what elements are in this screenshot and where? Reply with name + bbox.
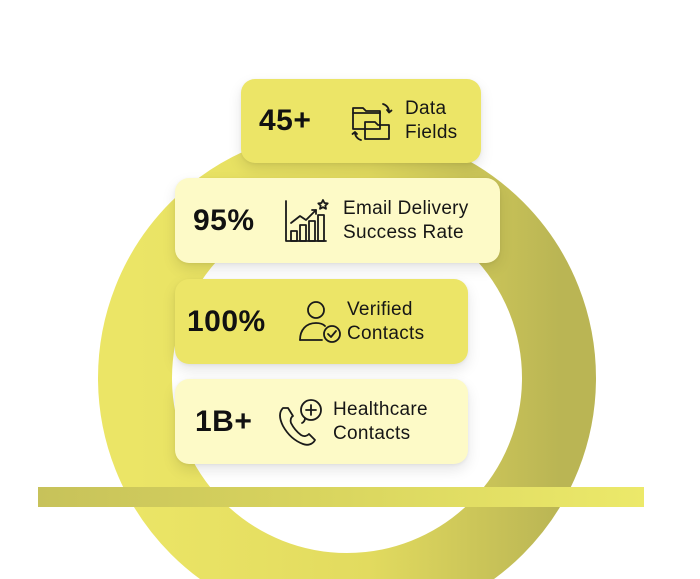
stat-card-data-fields: 45+ Data Fields (241, 79, 481, 163)
stat-value: 1B+ (195, 404, 253, 438)
stat-value: 45+ (259, 104, 312, 137)
base-bar (38, 487, 644, 507)
stat-card-verified-contacts: 100% Verified Contacts (175, 279, 468, 364)
stat-value: 95% (193, 203, 255, 237)
stat-value: 100% (187, 304, 266, 338)
stat-label: Healthcare Contacts (333, 398, 428, 444)
stat-card-email-delivery: 95% Email Delivery Success Rate (175, 178, 500, 263)
stat-card-healthcare-contacts: 1B+ Healthcare Contacts (175, 379, 468, 464)
stat-label: Verified Contacts (347, 298, 425, 344)
medical-phone-icon (275, 396, 327, 448)
growth-chart-star-icon (281, 196, 331, 246)
folders-sync-icon (347, 96, 397, 146)
verified-user-icon (295, 297, 345, 347)
stat-label: Data Fields (405, 98, 458, 143)
stat-label: Email Delivery Success Rate (343, 197, 469, 243)
